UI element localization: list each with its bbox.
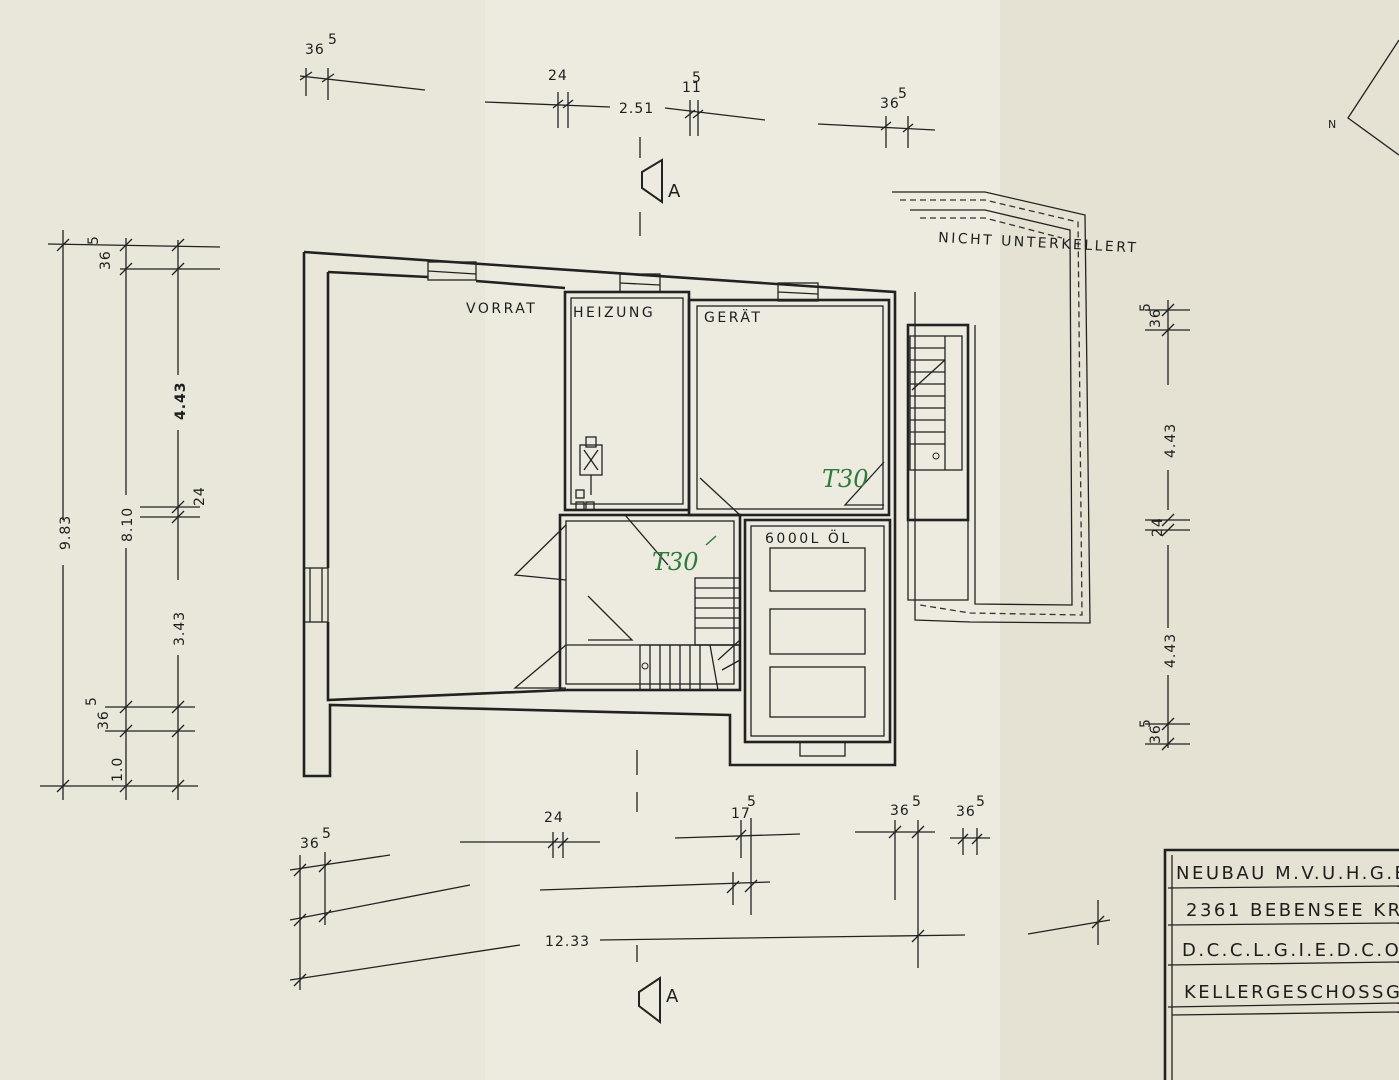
section-mark-bottom: A	[636, 750, 679, 1025]
dim-left-365-bot: 36	[96, 710, 112, 730]
dim-right-365-bot-sup: 5	[1138, 718, 1154, 728]
left-dimensions: 36 5 4.43 24 9.83 8.10 3.43 36 5 1.0	[40, 230, 221, 800]
dim-bottom-365-b-sup: 5	[976, 794, 986, 810]
section-mark-top: A	[639, 137, 681, 236]
dim-left-10: 1.0	[110, 757, 126, 782]
dim-left-443: 4.43	[173, 381, 189, 420]
dim-left-810: 8.10	[120, 507, 136, 542]
section-label-top: A	[668, 181, 681, 202]
dim-bottom-365-a: 36	[890, 803, 910, 819]
dim-left-343: 3.43	[172, 611, 188, 646]
annotation-t30-geraet: T30	[822, 465, 869, 493]
dim-top-wall-right: 36	[880, 96, 900, 112]
top-dimensions: 36 5 24 2.51 11 5 36 5	[299, 32, 936, 148]
dim-top-11-sup: 5	[692, 70, 702, 86]
title-line-2: 2361 BEBENSEE KR.	[1186, 900, 1399, 921]
staircase-lower	[639, 577, 741, 691]
dim-left-365-bot-sup: 5	[84, 696, 100, 706]
room-label-geraet: GERÄT	[704, 308, 762, 326]
dim-bottom-24: 24	[544, 810, 564, 826]
building-walls	[302, 191, 1091, 778]
dim-left-365-top: 36	[98, 250, 114, 270]
north-arrow: N	[1328, 39, 1399, 156]
dim-right-365-bot: 36	[1148, 724, 1164, 744]
annotation-t30-hall: T30	[652, 548, 699, 576]
dim-left-365-top-sup: 5	[86, 235, 102, 245]
dim-right-443-a: 4.43	[1163, 423, 1179, 458]
dim-left-983: 9.83	[58, 515, 74, 550]
dim-right-443-b: 4.43	[1163, 633, 1179, 668]
dim-right-365-top: 36	[1148, 308, 1164, 328]
dim-top-wall-left: 36	[305, 42, 325, 58]
dim-bottom-17-sup: 5	[747, 794, 757, 810]
dim-top-251: 2.51	[619, 101, 654, 117]
right-dimensions: 36 5 4.43 24 4.43 36 5	[1138, 300, 1190, 751]
north-label: N	[1328, 118, 1336, 131]
room-label-vorrat: VORRAT	[466, 301, 537, 317]
section-label-bottom: A	[666, 986, 679, 1007]
title-line-4: KELLERGESCHOSSG	[1184, 982, 1399, 1003]
dim-right-365-top-sup: 5	[1138, 302, 1154, 312]
dim-top-wall-left-sup: 5	[328, 32, 338, 48]
dim-top-wall-right-sup: 5	[898, 86, 908, 102]
dim-bottom-365-b: 36	[956, 804, 976, 820]
dim-bottom-wall-left: 36	[300, 836, 320, 852]
dim-bottom-wall-left-sup: 5	[322, 826, 332, 842]
dim-bottom-1233: 12.33	[545, 934, 590, 950]
room-label-heizung: HEIZUNG	[573, 305, 655, 321]
dim-right-24: 24	[1150, 517, 1166, 537]
dim-bottom-365-a-sup: 5	[912, 794, 922, 810]
dim-left-24: 24	[192, 486, 208, 506]
bottom-dimensions: 36 5 24 17 5 36 5 36 5 12.33	[289, 794, 1111, 990]
dim-top-11: 11	[682, 80, 702, 96]
dim-bottom-17: 17	[731, 806, 751, 822]
room-label-oel: 6000L ÖL	[765, 529, 852, 547]
title-line-3: D.C.C.L.G.I.E.D.C.O.O.C.I.C.H	[1182, 940, 1399, 961]
title-line-1: NEUBAU M.V.U.H.G.E.I.T	[1176, 863, 1399, 884]
dim-top-24: 24	[548, 68, 568, 84]
title-block: NEUBAU M.V.U.H.G.E.I.T 2361 BEBENSEE KR.…	[1163, 848, 1399, 1080]
